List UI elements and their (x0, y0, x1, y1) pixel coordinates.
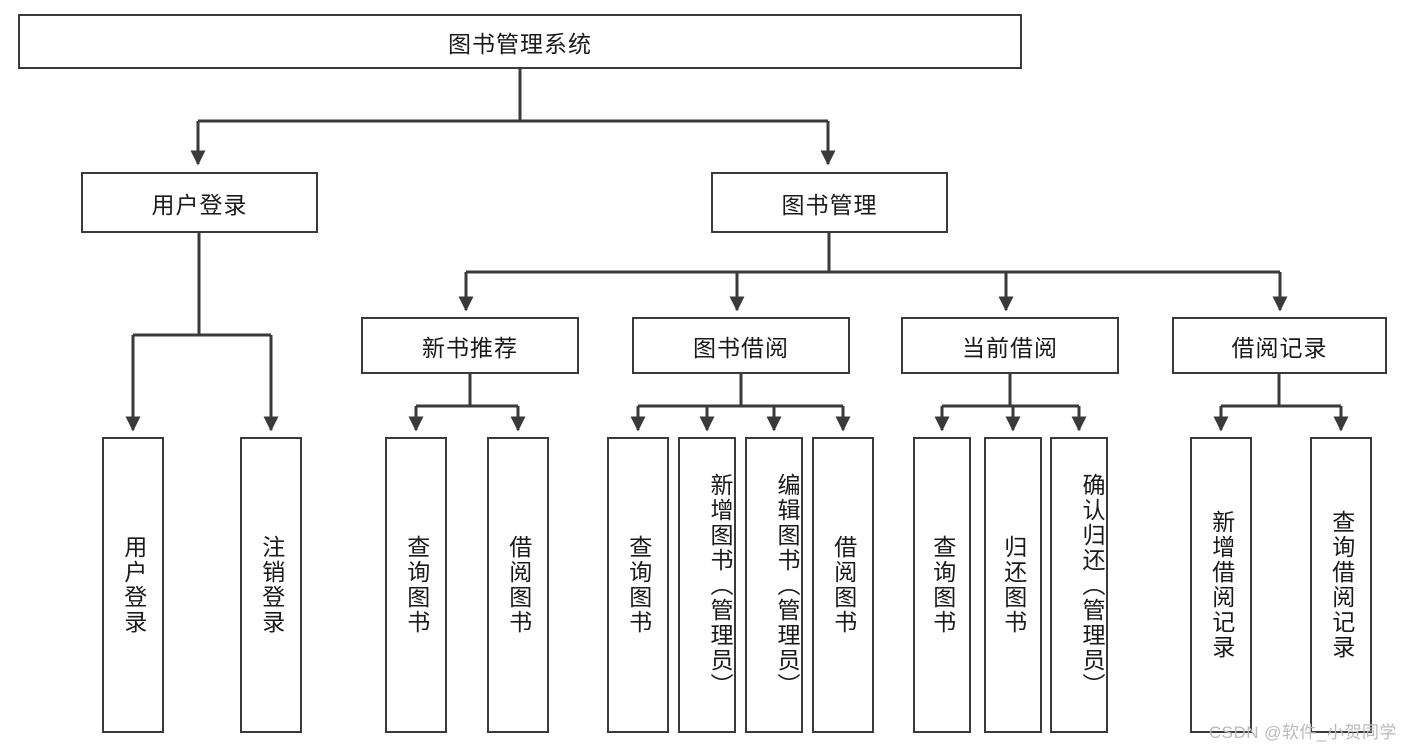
leaf-confirm-return-admin[interactable]: 确认归还（管理员） (1050, 437, 1108, 733)
leaf-query-book-current[interactable]: 查询图书 (913, 437, 971, 733)
node-new-book-recommendation[interactable]: 新书推荐 (361, 317, 579, 374)
node-borrow-record[interactable]: 借阅记录 (1172, 317, 1387, 374)
leaf-query-book-borrow[interactable]: 查询图书 (607, 437, 669, 733)
leaf-borrow-book-recommendation[interactable]: 借阅图书 (487, 437, 549, 733)
leaf-query-borrow-record[interactable]: 查询借阅记录 (1310, 437, 1372, 733)
leaf-user-login[interactable]: 用户登录 (102, 437, 164, 733)
node-current-borrow[interactable]: 当前借阅 (901, 317, 1119, 374)
node-root[interactable]: 图书管理系统 (18, 14, 1022, 69)
leaf-borrow-book[interactable]: 借阅图书 (812, 437, 874, 733)
node-book-management[interactable]: 图书管理 (711, 172, 948, 233)
watermark-text: CSDN @软件_小贺同学 (1208, 723, 1397, 742)
node-user-login[interactable]: 用户登录 (81, 172, 318, 233)
leaf-return-book[interactable]: 归还图书 (984, 437, 1042, 733)
leaf-add-borrow-record[interactable]: 新增借阅记录 (1190, 437, 1252, 733)
leaf-query-book-recommendation[interactable]: 查询图书 (385, 437, 447, 733)
leaf-user-logout[interactable]: 注销登录 (240, 437, 302, 733)
leaf-add-book-admin[interactable]: 新增图书（管理员） (678, 437, 736, 733)
leaf-edit-book-admin[interactable]: 编辑图书（管理员） (745, 437, 803, 733)
node-book-borrow[interactable]: 图书借阅 (632, 317, 850, 374)
